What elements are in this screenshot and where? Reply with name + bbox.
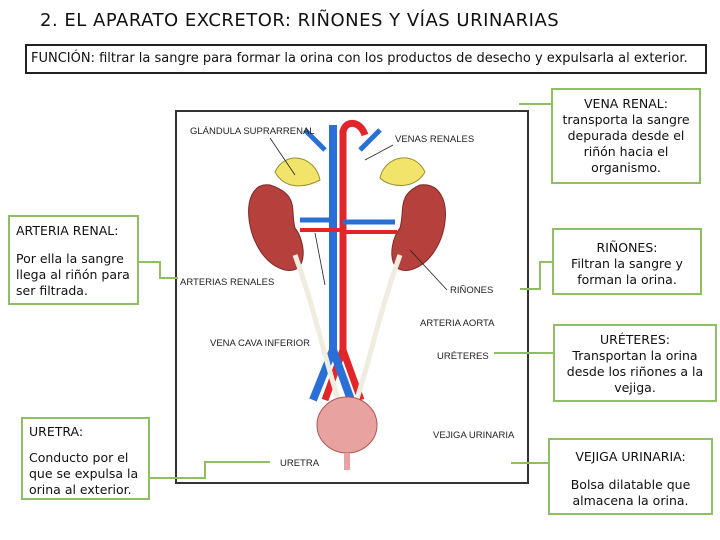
- uretra-text: Conducto por el que se expulsa la orina …: [29, 450, 139, 497]
- label-vena-cava: VENA CAVA INFERIOR: [210, 338, 310, 349]
- arteria-renal-box: ARTERIA RENAL: Por ella la sangre llega …: [8, 215, 139, 305]
- vena-renal-title: VENA RENAL:: [584, 96, 668, 111]
- vena-renal-box: VENA RENAL: transporta la sangre depurad…: [551, 88, 701, 184]
- pointer-lines: [269, 137, 448, 291]
- rinones-title: RIÑONES:: [596, 240, 658, 255]
- label-arteria-aorta: ARTERIA AORTA: [420, 318, 495, 329]
- renal-veins: [300, 217, 395, 225]
- function-text: : filtrar la sangre para formar la orina…: [90, 51, 688, 66]
- label-uretra: URETRA: [280, 458, 320, 469]
- renal-arteries: [300, 228, 397, 234]
- page-title: 2. EL APARATO EXCRETOR: RIÑONES Y VÍAS U…: [40, 10, 560, 31]
- left-adrenal-gland: [274, 157, 321, 187]
- function-box: FUNCIÓN: filtrar la sangre para formar l…: [25, 44, 707, 74]
- connector-uretra: [150, 461, 270, 479]
- uretra-box: URETRA: Conducto por el que se expulsa l…: [21, 417, 150, 500]
- vena-cava: [309, 125, 355, 402]
- urinary-system-figure: GLÁNDULA SUPRARRENAL VENAS RENALES ARTER…: [175, 110, 529, 484]
- label-vejiga: VEJIGA URINARIA: [433, 430, 515, 441]
- arteria-renal-title: ARTERIA RENAL:: [16, 223, 119, 238]
- vejiga-text: Bolsa dilatable que almacena la orina.: [570, 477, 691, 508]
- ureteres-text: Transportan la orina desde los riñones a…: [566, 348, 704, 395]
- vena-renal-text: transporta la sangre depurada desde el r…: [562, 112, 690, 175]
- aorta-branch: [339, 119, 369, 137]
- rinones-box: RIÑONES: Filtran la sangre y forman la o…: [552, 228, 702, 295]
- connector-arteria-renal: [138, 261, 178, 279]
- label-venas-renales: VENAS RENALES: [395, 134, 474, 145]
- label-rinones: RIÑONES: [450, 285, 493, 296]
- vejiga-title: VEJIGA URINARIA:: [575, 449, 686, 464]
- label-ureteres: URÉTERES: [437, 351, 489, 362]
- uretra-title: URETRA:: [29, 424, 84, 439]
- ureteres-title: URÉTERES:: [600, 332, 670, 347]
- upper-veins: [303, 128, 382, 152]
- rinones-text: Filtran la sangre y forman la orina.: [571, 256, 683, 287]
- ureteres-box: URÉTERES: Transportan la orina desde los…: [553, 324, 717, 402]
- connector-rinones: [520, 261, 554, 290]
- label-arterias-renales: ARTERIAS RENALES: [180, 277, 274, 288]
- label-glandula: GLÁNDULA SUPRARRENAL: [190, 126, 315, 137]
- function-label: FUNCIÓN: [31, 51, 91, 66]
- ureters-drawing: [292, 254, 403, 406]
- right-adrenal-gland: [379, 157, 426, 186]
- arteria-renal-text: Por ella la sangre llega al riñón para s…: [16, 251, 130, 298]
- vejiga-box: VEJIGA URINARIA: Bolsa dilatable que alm…: [548, 438, 713, 515]
